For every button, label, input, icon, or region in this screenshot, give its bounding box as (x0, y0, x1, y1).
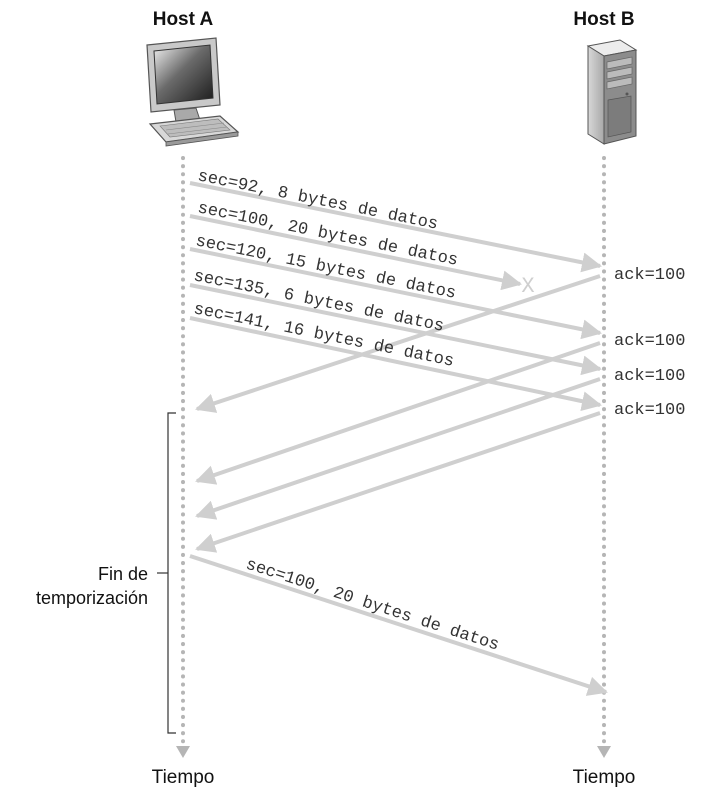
ack-arrow-4 (197, 413, 600, 549)
host-a-label: Host A (153, 9, 214, 30)
ack-label-3: ack=100 (614, 367, 685, 386)
host-b-time-label: Tiempo (573, 767, 636, 788)
server-tower-icon (588, 40, 636, 144)
ack-arrow-3 (197, 379, 600, 516)
ack-label-1: ack=100 (614, 266, 685, 285)
timeout-label-line1: Fin de (98, 564, 148, 584)
retransmission-label: sec=100, 20 bytes de datos (243, 556, 501, 656)
ack-label-2: ack=100 (614, 332, 685, 351)
desktop-computer-icon (147, 38, 238, 146)
timeout-label-line2: temporización (36, 588, 148, 608)
host-a-time-label: Tiempo (152, 767, 215, 788)
timeout-bracket (168, 413, 176, 733)
ack-label-4: ack=100 (614, 401, 685, 420)
host-b-timeline-arrowhead (597, 746, 611, 758)
host-a-timeline-arrowhead (176, 746, 190, 758)
host-b-label: Host B (573, 9, 634, 30)
lost-segment-x-icon: X (521, 274, 534, 299)
